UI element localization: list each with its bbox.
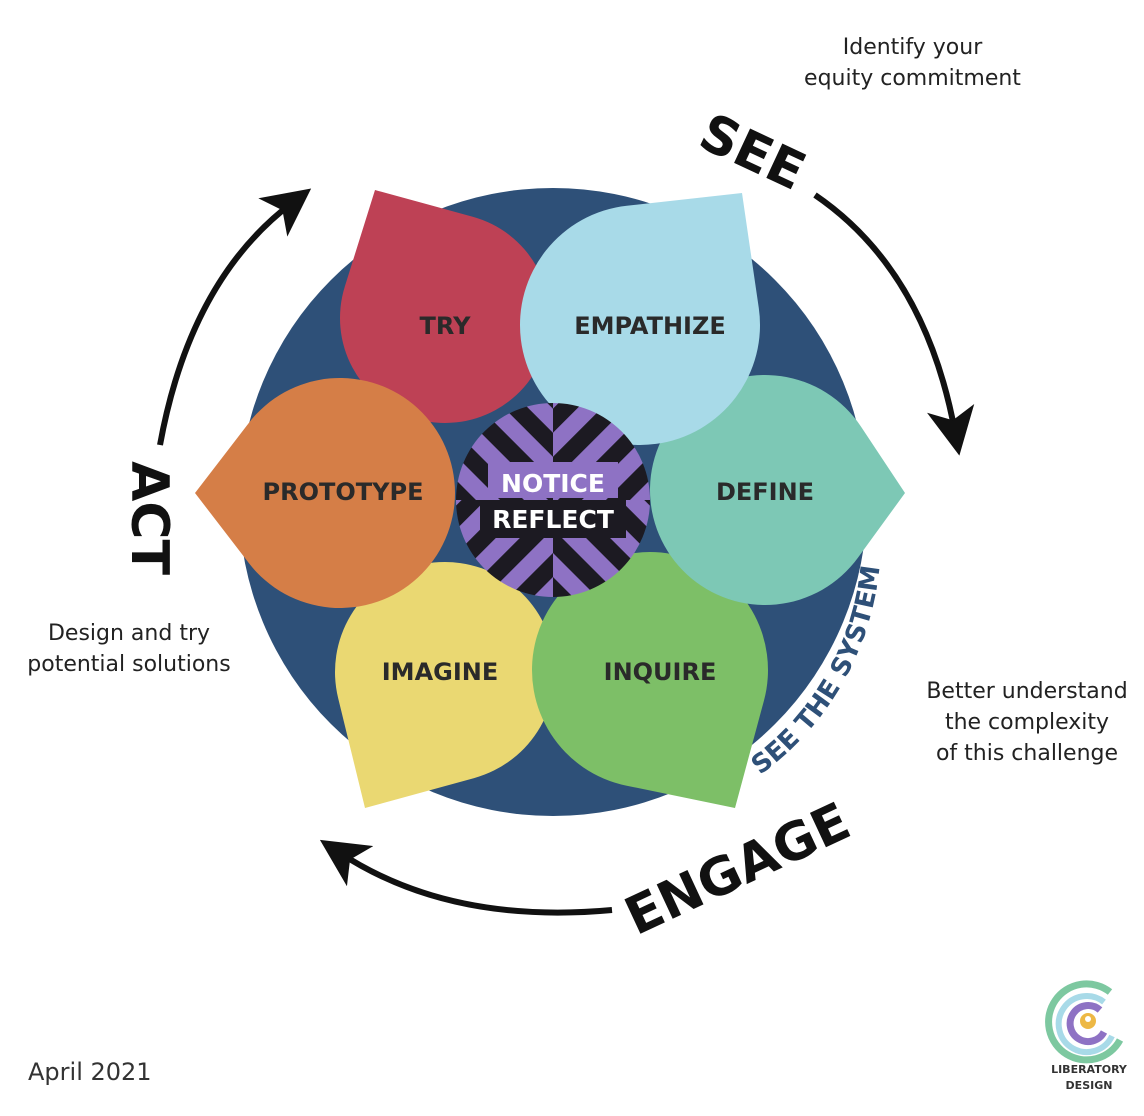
- phase-see: SEE: [690, 102, 814, 202]
- see-description-line2: equity commitment: [804, 66, 1021, 91]
- see-description: Identify your equity commitment: [790, 32, 1035, 94]
- logo-text: LIBERATORY DESIGN: [1048, 1062, 1130, 1094]
- phase-engage: ENGAGE: [616, 792, 859, 948]
- date-label: April 2021: [28, 1058, 152, 1086]
- engage-arrow: [319, 839, 613, 916]
- see-description-line1: Identify your: [842, 35, 983, 60]
- petal-imagine: [334, 561, 555, 808]
- petal-inquire: [532, 552, 768, 808]
- logo-line1: LIBERATORY: [1051, 1063, 1127, 1076]
- center-circle: [456, 403, 650, 597]
- act-description-line2: potential solutions: [27, 652, 231, 677]
- petal-define: [650, 375, 905, 606]
- petal-try: [340, 190, 550, 423]
- petal-label-prototype: PROTOTYPE: [263, 478, 424, 506]
- petal-label-empathize: EMPATHIZE: [574, 312, 726, 340]
- phase-act: ACT: [119, 461, 179, 575]
- engage-description-line1: Better understand: [926, 679, 1128, 704]
- petal-label-inquire: INQUIRE: [604, 658, 717, 686]
- petal-label-try: TRY: [420, 312, 472, 340]
- act-description: Design and try potential solutions: [10, 618, 248, 680]
- petal-empathize: [520, 193, 760, 445]
- engage-description: Better understand the complexity of this…: [912, 676, 1142, 769]
- petal-label-define: DEFINE: [716, 478, 814, 506]
- petal-prototype: [195, 377, 456, 608]
- see-arrow: [813, 192, 975, 456]
- logo-line2: DESIGN: [1065, 1079, 1113, 1092]
- petal-label-imagine: IMAGINE: [382, 658, 499, 686]
- engage-description-line3: of this challenge: [935, 741, 1119, 766]
- center-label-reflect: REFLECT: [492, 505, 614, 534]
- act-description-line1: Design and try: [47, 621, 211, 646]
- center-label-notice: NOTICE: [501, 469, 605, 498]
- engage-description-line2: the complexity: [944, 710, 1110, 735]
- act-arrow: [157, 188, 312, 446]
